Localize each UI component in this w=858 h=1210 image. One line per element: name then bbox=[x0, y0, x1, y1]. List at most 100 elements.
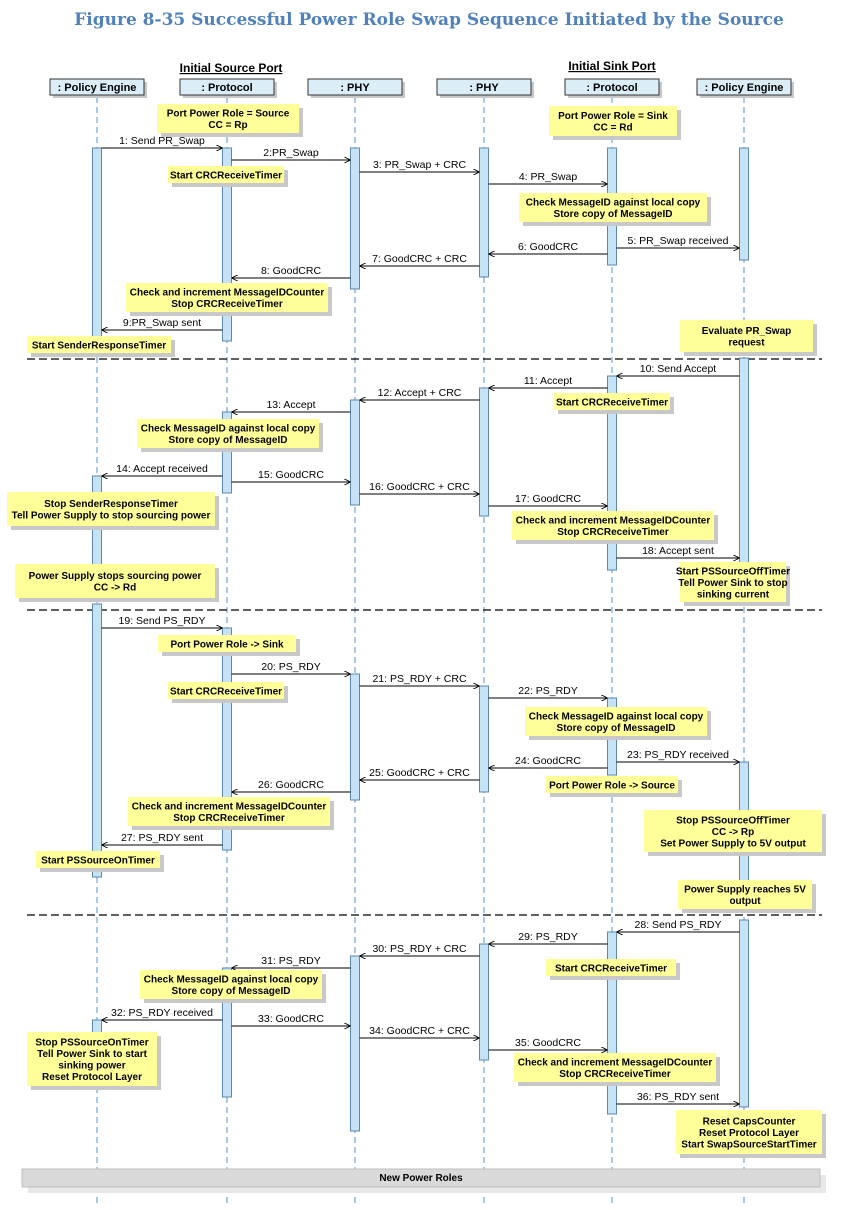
participant-box: : Protocol bbox=[564, 78, 662, 98]
note: Check MessageID against local copyStore … bbox=[140, 970, 326, 1003]
message: 6: GoodCRC bbox=[488, 241, 608, 254]
message: 24: GoodCRC bbox=[488, 755, 608, 768]
participants: : Policy Engine : Protocol : PHY : PHY : Pro… bbox=[49, 78, 794, 98]
message-label: 25: GoodCRC + CRC bbox=[369, 767, 470, 779]
activation-bar bbox=[222, 627, 232, 851]
participant-label: : PHY bbox=[340, 82, 370, 94]
message: 23: PS_RDY received bbox=[616, 749, 740, 762]
message: 26: GoodCRC bbox=[231, 779, 351, 792]
note-line: Stop CRCReceiveTimer bbox=[557, 527, 669, 538]
message: 30: PS_RDY + CRC bbox=[359, 943, 480, 956]
note: Check MessageID against local copyStore … bbox=[519, 193, 711, 226]
participant-label: : Protocol bbox=[201, 82, 252, 94]
note-line: sinking current bbox=[697, 589, 770, 600]
message-label: 10: Send Accept bbox=[640, 363, 717, 375]
activation-bar bbox=[607, 931, 617, 1115]
note: Port Power Role -> Sink bbox=[158, 635, 300, 656]
note-line: Check MessageID against local copy bbox=[141, 424, 316, 435]
message-label: 17: GoodCRC bbox=[515, 493, 581, 505]
message: 16: GoodCRC + CRC bbox=[359, 481, 480, 494]
figure-title: Figure 8-35 Successful Power Role Swap S… bbox=[74, 10, 784, 30]
message-label: 31: PS_RDY bbox=[261, 955, 321, 967]
note-line: Start CRCReceiveTimer bbox=[555, 963, 667, 974]
note-line: Store copy of MessageID bbox=[172, 986, 291, 997]
note-line: Tell Power Sink to stop bbox=[678, 578, 787, 589]
note-line: Start CRCReceiveTimer bbox=[170, 686, 282, 697]
note-line: request bbox=[728, 338, 765, 349]
note: Check and increment MessageIDCounterStop… bbox=[514, 1053, 720, 1086]
participant-label: : Protocol bbox=[586, 82, 637, 94]
note: Check MessageID against local copyStore … bbox=[525, 707, 711, 740]
group-label: Initial Sink Port bbox=[568, 59, 655, 73]
activation-bar bbox=[739, 147, 749, 261]
note-line: CC = Rp bbox=[208, 120, 247, 131]
message-label: 3: PR_Swap + CRC bbox=[373, 159, 466, 171]
message-label: 26: GoodCRC bbox=[258, 779, 324, 791]
message: 11: Accept bbox=[488, 375, 608, 388]
activation-bar bbox=[479, 943, 489, 1061]
note-line: Stop PSSourceOnTimer bbox=[35, 1038, 148, 1049]
footer-bar: New Power Roles bbox=[21, 1168, 826, 1193]
message: 34: GoodCRC + CRC bbox=[359, 1025, 480, 1038]
message: 31: PS_RDY bbox=[231, 955, 351, 968]
note: Start CRCReceiveTimer bbox=[168, 166, 288, 187]
note-line: Reset CapsCounter bbox=[703, 1116, 796, 1127]
participant-box: : Policy Engine bbox=[696, 78, 794, 98]
port-groups: Initial Source Port Initial Sink Port bbox=[180, 59, 656, 75]
message-label: 8: GoodCRC bbox=[261, 265, 322, 277]
message-label: 28: Send PS_RDY bbox=[635, 919, 722, 931]
message-label: 14: Accept received bbox=[116, 463, 208, 475]
message: 25: GoodCRC + CRC bbox=[359, 767, 480, 780]
message-label: 6: GoodCRC bbox=[518, 241, 579, 253]
message-label: 36: PS_RDY sent bbox=[637, 1091, 719, 1103]
message-label: 13: Accept bbox=[266, 399, 315, 411]
note-line: Reset Protocol Layer bbox=[42, 1072, 142, 1083]
message: 21: PS_RDY + CRC bbox=[359, 673, 480, 686]
note-line: Start SwapSourceStartTimer bbox=[681, 1139, 817, 1150]
message-label: 20: PS_RDY bbox=[261, 661, 321, 673]
message-label: 23: PS_RDY received bbox=[627, 749, 729, 761]
message: 32: PS_RDY received bbox=[101, 1007, 223, 1020]
note-line: Check and increment MessageIDCounter bbox=[132, 802, 327, 813]
note-line: Start CRCReceiveTimer bbox=[170, 170, 282, 181]
note-line: Reset Protocol Layer bbox=[699, 1128, 799, 1139]
activation-bar bbox=[479, 387, 489, 517]
note: Start CRCReceiveTimer bbox=[554, 393, 674, 414]
message: 7: GoodCRC + CRC bbox=[359, 253, 480, 266]
message: 36: PS_RDY sent bbox=[616, 1091, 740, 1104]
note-line: Start CRCReceiveTimer bbox=[556, 397, 668, 408]
message-label: 12: Accept + CRC bbox=[378, 387, 462, 399]
message-label: 2:PR_Swap bbox=[263, 147, 319, 159]
message-label: 11: Accept bbox=[524, 375, 572, 387]
participant-label: : Policy Engine bbox=[705, 82, 784, 94]
message-label: 16: GoodCRC + CRC bbox=[369, 481, 470, 493]
activation-bar bbox=[739, 919, 749, 1108]
note-line: Port Power Role = Sink bbox=[558, 111, 668, 122]
footer-label: New Power Roles bbox=[379, 1173, 463, 1184]
participant-label: : PHY bbox=[469, 82, 499, 94]
message: 10: Send Accept bbox=[616, 363, 740, 376]
message-label: 19: Send PS_RDY bbox=[119, 615, 206, 627]
note: Port Power Role -> Source bbox=[546, 776, 682, 797]
message: 13: Accept bbox=[231, 399, 351, 412]
activation-bar bbox=[350, 399, 360, 506]
note-line: Check MessageID against local copy bbox=[529, 712, 704, 723]
message-label: 24: GoodCRC bbox=[515, 755, 581, 767]
activation-bar bbox=[479, 147, 489, 278]
note-line: Check and increment MessageIDCounter bbox=[516, 516, 711, 527]
message: 29: PS_RDY bbox=[488, 931, 608, 944]
message: 33: GoodCRC bbox=[231, 1013, 351, 1026]
note: Start PSSourceOnTimer bbox=[36, 851, 164, 872]
message-label: 5: PR_Swap received bbox=[628, 235, 729, 247]
message: 12: Accept + CRC bbox=[359, 387, 480, 400]
activation-bar bbox=[222, 967, 232, 1098]
message: 3: PR_Swap + CRC bbox=[359, 159, 480, 172]
note: Start SenderResponseTimer bbox=[27, 336, 175, 357]
group-label: Initial Source Port bbox=[180, 61, 283, 75]
note-line: Start PSSourceOnTimer bbox=[41, 855, 155, 866]
